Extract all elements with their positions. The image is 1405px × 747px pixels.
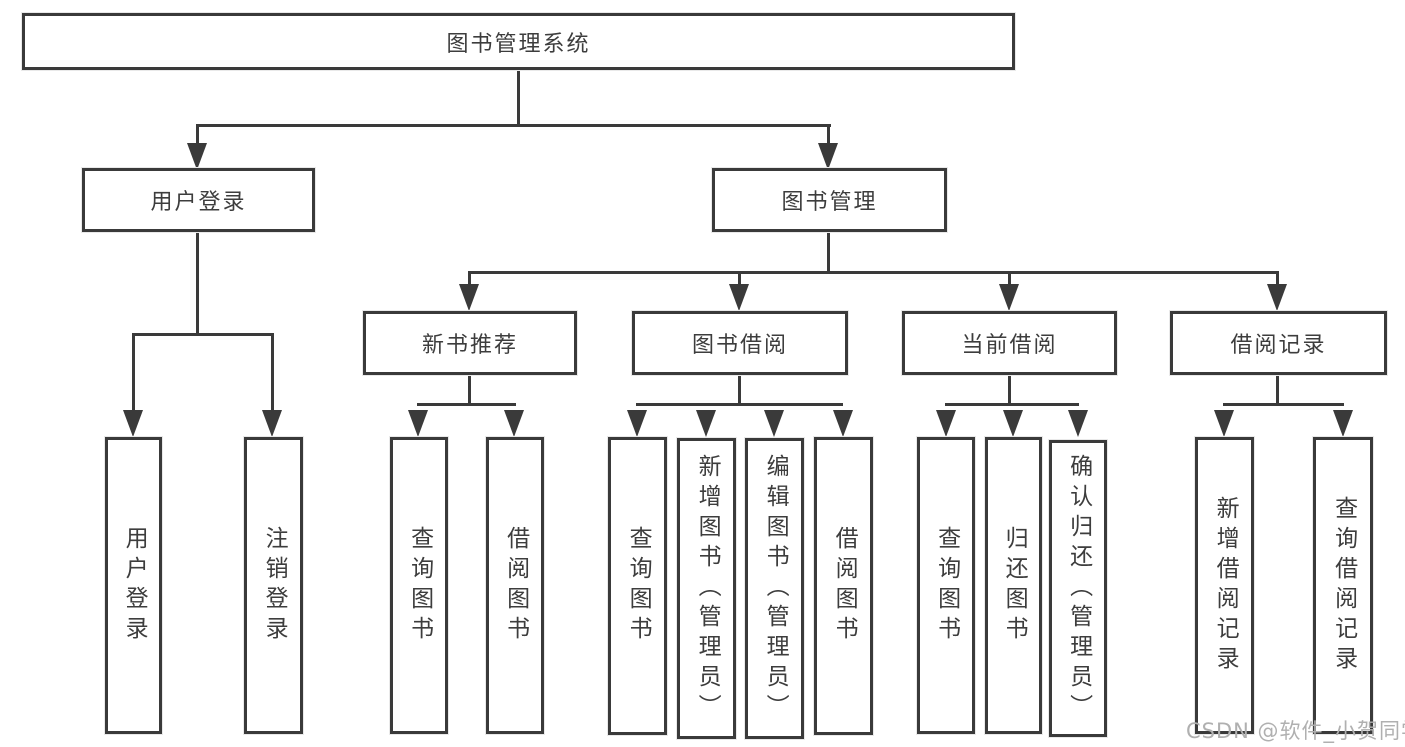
- arrow-down-icon: [729, 284, 749, 311]
- csdn-watermark: CSDN @软件_小贺同学: [1186, 719, 1405, 743]
- leaf-add-book-admin: 新增图书（管理员）: [677, 438, 736, 739]
- connector-vline: [132, 333, 135, 418]
- connector-vline: [517, 70, 520, 126]
- leaf-query-books-current: 查询图书: [917, 437, 975, 734]
- node-label: 用户登录: [150, 190, 247, 215]
- connector-vline: [1276, 375, 1279, 406]
- leaf-query-books-borrow: 查询图书: [608, 437, 667, 735]
- node-label: 新增图书（管理员）: [694, 453, 721, 724]
- connector-vline: [827, 124, 830, 156]
- connector-hline: [417, 403, 516, 406]
- connector-hline: [468, 271, 1279, 274]
- node-label: 新书推荐: [421, 333, 518, 358]
- connector-hline: [636, 403, 843, 406]
- arrow-down-icon: [504, 410, 524, 437]
- node-current-borrowing: 当前借阅: [902, 311, 1117, 375]
- leaf-borrow-books-recommend: 借阅图书: [486, 437, 544, 734]
- connector-vline: [1008, 375, 1011, 406]
- leaf-query-books-recommend: 查询图书: [390, 437, 448, 734]
- connector-hline: [945, 403, 1079, 406]
- node-label: 查询借阅记录: [1330, 495, 1357, 676]
- connector-vline: [468, 271, 471, 289]
- node-label: 借阅图书: [502, 525, 529, 646]
- arrow-down-icon: [999, 284, 1019, 311]
- connector-vline: [738, 375, 741, 406]
- arrow-down-icon: [1068, 410, 1088, 437]
- arrow-down-icon: [696, 410, 716, 437]
- connector-vline: [738, 271, 741, 289]
- arrow-down-icon: [123, 410, 143, 437]
- node-label: 查询图书: [625, 526, 652, 646]
- leaf-query-borrow-record: 查询借阅记录: [1313, 437, 1373, 734]
- node-label: 查询图书: [406, 525, 433, 646]
- arrow-down-icon: [408, 410, 428, 437]
- arrow-down-icon: [1333, 410, 1353, 437]
- connector-vline: [1008, 271, 1011, 289]
- node-label: 图书借阅: [691, 333, 788, 358]
- node-label: 图书管理: [781, 190, 878, 215]
- node-label: 归还图书: [1001, 525, 1028, 646]
- node-label: 注销登录: [261, 525, 288, 646]
- leaf-edit-book-admin: 编辑图书（管理员）: [745, 438, 804, 739]
- node-borrowing-records: 借阅记录: [1170, 311, 1387, 375]
- node-label: 确认归还（管理员）: [1065, 453, 1092, 724]
- leaf-borrow-books-borrow: 借阅图书: [814, 437, 873, 735]
- node-user-login: 用户登录: [82, 168, 315, 232]
- arrow-down-icon: [1003, 410, 1023, 437]
- node-label: 图书管理系统: [446, 31, 591, 57]
- leaf-return-books: 归还图书: [985, 437, 1042, 734]
- arrow-down-icon: [818, 143, 838, 170]
- leaf-logout: 注销登录: [244, 437, 303, 734]
- leaf-user-login: 用户登录: [105, 437, 162, 734]
- node-label: 当前借阅: [961, 333, 1058, 358]
- node-label: 查询图书: [933, 525, 960, 646]
- leaf-confirm-return-admin: 确认归还（管理员）: [1049, 440, 1107, 737]
- node-book-management-system: 图书管理系统: [22, 13, 1015, 70]
- connector-vline: [196, 232, 199, 336]
- node-book-management: 图书管理: [712, 168, 947, 232]
- arrow-down-icon: [1267, 284, 1287, 311]
- connector-vline: [271, 333, 274, 418]
- node-label: 编辑图书（管理员）: [762, 453, 789, 724]
- arrow-down-icon: [627, 410, 647, 437]
- node-label: 借阅记录: [1230, 333, 1327, 358]
- arrow-down-icon: [936, 410, 956, 437]
- connector-hline: [1223, 403, 1344, 406]
- connector-vline: [827, 232, 830, 274]
- arrow-down-icon: [187, 143, 207, 170]
- node-new-book-recommend: 新书推荐: [363, 311, 577, 375]
- arrow-down-icon: [1214, 410, 1234, 437]
- arrow-down-icon: [833, 410, 853, 437]
- node-label: 新增借阅记录: [1212, 495, 1239, 676]
- connector-vline: [1276, 271, 1279, 289]
- arrow-down-icon: [262, 410, 282, 437]
- connector-hline: [196, 124, 831, 127]
- arrow-down-icon: [459, 284, 479, 311]
- node-label: 借阅图书: [831, 526, 858, 646]
- node-label: 用户登录: [121, 525, 148, 646]
- arrow-down-icon: [764, 410, 784, 437]
- node-book-borrowing: 图书借阅: [632, 311, 848, 375]
- connector-vline: [468, 375, 471, 406]
- connector-hline: [132, 333, 274, 336]
- leaf-add-borrow-record: 新增借阅记录: [1195, 437, 1254, 734]
- connector-vline: [196, 124, 199, 156]
